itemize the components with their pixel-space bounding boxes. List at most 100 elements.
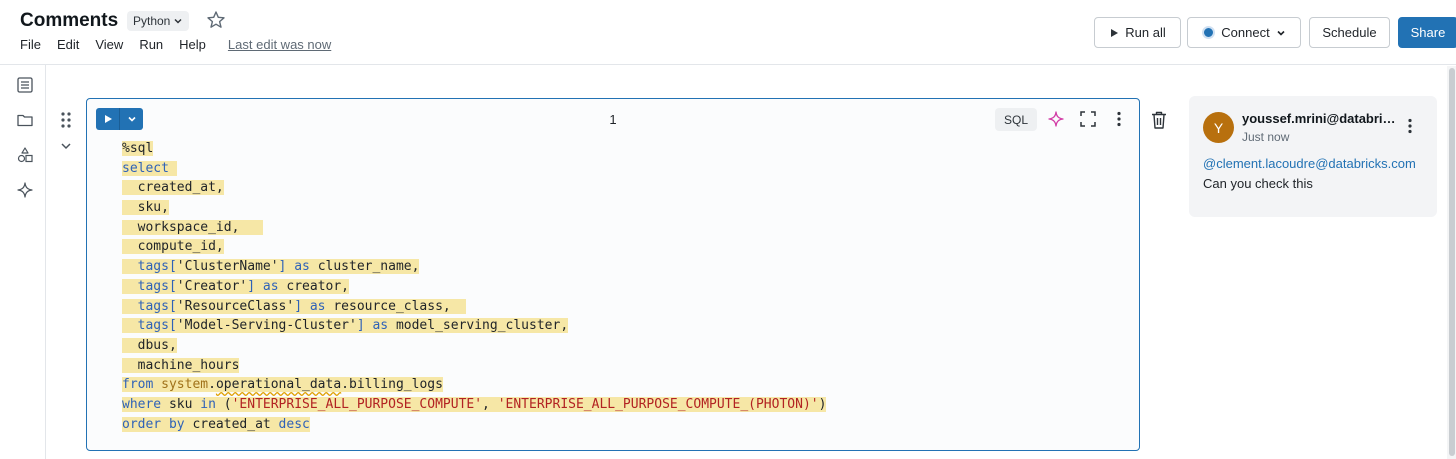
status-dot-icon — [1202, 26, 1216, 39]
code-line[interactable]: tags['Creator'] as creator, — [122, 277, 826, 297]
code-line[interactable]: dbus, — [122, 336, 826, 356]
code-token: created_at — [192, 416, 279, 432]
comment-text: Can you check this — [1203, 176, 1313, 191]
code-token — [169, 161, 177, 176]
code-token: ] as — [294, 298, 334, 314]
code-token: tags[ — [122, 278, 177, 294]
run-all-label: Run all — [1125, 25, 1166, 40]
run-cell-button[interactable] — [96, 108, 143, 130]
assistant-sparkle-icon[interactable] — [1047, 110, 1065, 128]
menu-help[interactable]: Help — [179, 37, 206, 52]
menu-view[interactable]: View — [95, 37, 124, 52]
code-token — [451, 299, 467, 314]
star-icon[interactable] — [206, 10, 226, 30]
shapes-icon[interactable] — [16, 146, 34, 164]
run-all-button[interactable]: Run all — [1094, 17, 1181, 48]
expand-icon[interactable] — [1079, 110, 1097, 128]
table-of-contents-icon[interactable] — [16, 76, 34, 94]
code-token: , — [482, 396, 498, 412]
code-token: select — [122, 160, 169, 176]
connect-label: Connect — [1221, 25, 1270, 40]
code-token: order by — [122, 416, 193, 432]
run-cell-options[interactable] — [119, 108, 143, 130]
code-line[interactable]: from system.operational_data.billing_log… — [122, 375, 826, 395]
code-line[interactable]: compute_id, — [122, 237, 826, 257]
code-line[interactable]: tags['ClusterName'] as cluster_name, — [122, 257, 826, 277]
avatar: Y — [1203, 112, 1234, 143]
code-token: tags[ — [122, 298, 177, 314]
code-token: 'ENTERPRISE_ALL_PURPOSE_COMPUTE' — [231, 396, 483, 412]
cell-number: 1 — [609, 112, 617, 127]
code-highlight: %sql — [122, 141, 154, 156]
code-token: %sql — [122, 141, 154, 156]
code-line[interactable]: order by created_at desc — [122, 415, 826, 435]
code-highlight: sku, — [122, 200, 169, 216]
code-token: system — [161, 377, 209, 393]
menu-edit[interactable]: Edit — [56, 37, 80, 52]
code-token: ( — [223, 396, 232, 412]
comment-menu-icon[interactable] — [1405, 117, 1415, 135]
code-line[interactable]: sku, — [122, 198, 826, 218]
assistant-sparkle-icon[interactable] — [16, 181, 34, 199]
code-highlight: created_at, — [122, 180, 224, 196]
language-label: Python — [133, 14, 171, 28]
left-rail — [0, 65, 46, 459]
code-editor[interactable]: %sql select created_at, sku, workspace_id… — [122, 139, 827, 435]
code-token: compute_id, — [122, 239, 224, 255]
comment-mention[interactable]: @clement.lacoudre@databricks.com — [1203, 156, 1416, 171]
code-line[interactable]: workspace_id, — [122, 218, 826, 238]
code-token: sku — [168, 396, 201, 412]
code-token: cluster_name, — [317, 259, 420, 275]
share-button[interactable]: Share — [1398, 17, 1456, 48]
code-token — [239, 220, 262, 235]
code-token: . — [208, 377, 216, 393]
menu-file[interactable]: File — [20, 37, 41, 52]
code-token: ] as — [356, 318, 396, 334]
code-token: from — [122, 377, 162, 393]
scrollbar-thumb[interactable] — [1449, 68, 1455, 456]
folder-icon[interactable] — [16, 111, 34, 129]
code-highlight: tags['ResourceClass'] as resource_class, — [122, 298, 467, 314]
code-token: sku, — [122, 200, 169, 216]
drag-handle-icon[interactable] — [59, 111, 73, 129]
schedule-button[interactable]: Schedule — [1309, 17, 1390, 48]
cell-language-badge[interactable]: SQL — [995, 108, 1037, 131]
code-token: 'Creator' — [176, 278, 248, 294]
code-line[interactable]: machine_hours — [122, 356, 826, 376]
code-line[interactable]: tags['Model-Serving-Cluster'] as model_s… — [122, 316, 826, 336]
code-line[interactable]: tags['ResourceClass'] as resource_class, — [122, 297, 826, 317]
more-options-icon[interactable] — [1110, 110, 1128, 128]
code-line[interactable]: where sku in ('ENTERPRISE_ALL_PURPOSE_CO… — [122, 395, 827, 415]
code-token: created_at, — [122, 180, 224, 196]
comment-timestamp: Just now — [1242, 130, 1290, 144]
code-token: in — [200, 396, 224, 412]
notebook-header: Comments Python File Edit View Run Help … — [0, 0, 1456, 65]
chevron-down-icon — [127, 116, 136, 122]
code-token: operational_data — [215, 377, 342, 393]
collapse-chevron-icon[interactable] — [59, 139, 73, 153]
code-line[interactable]: select — [122, 159, 826, 179]
code-token: tags[ — [122, 259, 177, 275]
code-token: resource_class, — [333, 298, 451, 314]
code-token: machine_hours — [122, 357, 240, 373]
language-selector[interactable]: Python — [127, 11, 190, 31]
code-highlight: tags['Creator'] as creator, — [122, 278, 350, 294]
code-token: desc — [278, 416, 310, 432]
connect-button[interactable]: Connect — [1187, 17, 1301, 48]
code-token: 'ResourceClass' — [176, 298, 295, 314]
notebook-cell[interactable]: 1 SQL %sql select created_at, sku, worksp… — [86, 98, 1140, 451]
last-edit-link[interactable]: Last edit was now — [227, 37, 332, 52]
code-highlight: from system.operational_data.billing_log… — [122, 377, 443, 393]
code-highlight: compute_id, — [122, 239, 224, 255]
notebook-title[interactable]: Comments — [20, 10, 119, 31]
menu-run[interactable]: Run — [139, 37, 164, 52]
run-cell-play[interactable] — [96, 108, 119, 130]
trash-icon[interactable] — [1150, 110, 1168, 130]
play-icon — [1111, 28, 1119, 37]
code-token: workspace_id, — [122, 219, 240, 235]
code-line[interactable]: created_at, — [122, 178, 826, 198]
code-line[interactable]: %sql — [122, 139, 826, 159]
code-token: 'Model-Serving-Cluster' — [176, 318, 357, 334]
code-highlight: workspace_id, — [122, 219, 263, 235]
menu-bar: File Edit View Run Help Last edit was no… — [20, 37, 347, 52]
